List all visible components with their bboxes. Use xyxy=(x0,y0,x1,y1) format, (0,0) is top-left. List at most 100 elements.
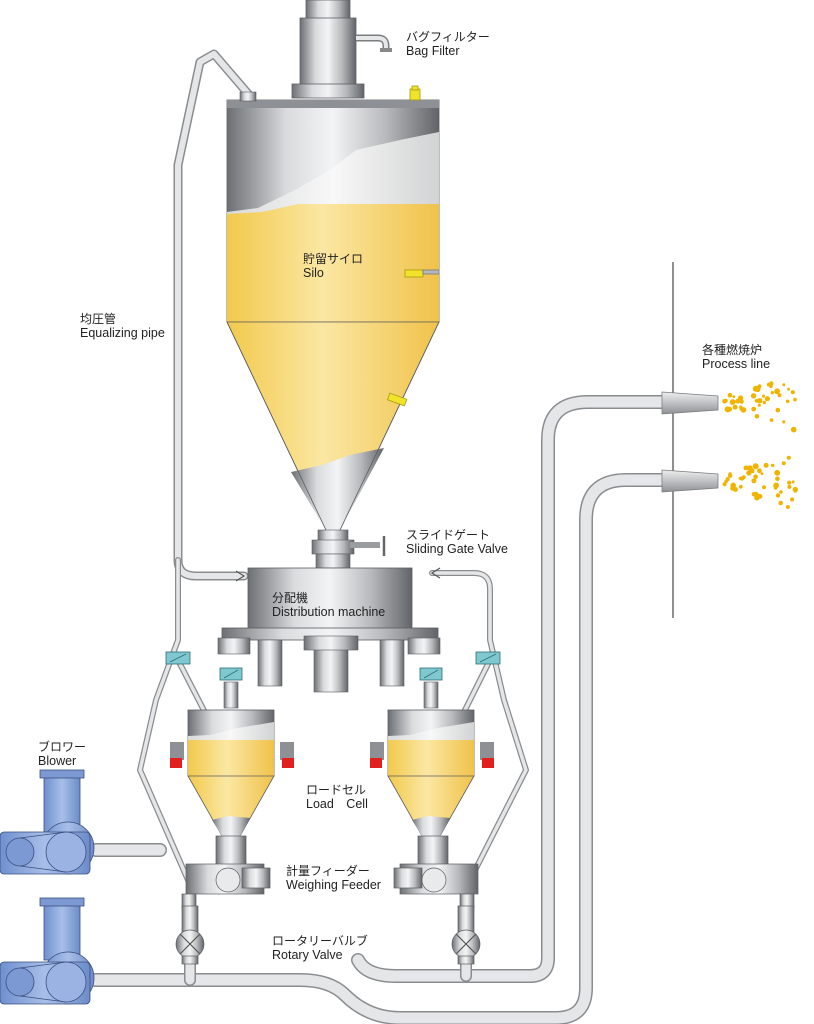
rotary-valve-right xyxy=(451,905,481,965)
powder-spray xyxy=(722,381,798,509)
label-blower-ja: ブロワー xyxy=(38,740,87,754)
spray-dot xyxy=(740,407,747,413)
flow-arrows xyxy=(235,567,441,582)
spray-dot xyxy=(771,463,775,468)
label-equalizing-pipe-en: Equalizing pipe xyxy=(80,326,165,340)
label-silo-en: Silo xyxy=(303,266,324,280)
label-distribution-ja: 分配機 xyxy=(272,591,309,605)
bag-filter xyxy=(291,0,392,99)
label-sliding-gate-en: Sliding Gate Valve xyxy=(406,542,508,556)
spray-dot xyxy=(757,468,762,474)
spray-dot xyxy=(766,382,771,387)
spray-dot xyxy=(790,390,795,395)
level-sensor-top xyxy=(409,88,421,101)
spray-dot xyxy=(787,480,792,485)
spray-dot xyxy=(791,480,795,484)
level-sensor-mid xyxy=(404,269,424,278)
piping xyxy=(89,49,675,1024)
spray-dot xyxy=(751,492,757,497)
weighing-feeder-right xyxy=(393,835,479,909)
spray-dot xyxy=(737,395,744,401)
spray-dot xyxy=(777,393,782,398)
spray-dot xyxy=(742,475,746,479)
spray-dot xyxy=(722,399,727,404)
spray-dot xyxy=(774,469,781,476)
label-sliding-gate-ja: スライドゲート xyxy=(406,528,491,542)
process-line-wall xyxy=(661,262,719,618)
spray-dot xyxy=(752,463,759,470)
spray-dot xyxy=(757,403,761,407)
spray-dot xyxy=(751,406,757,412)
label-process-line: 各種燃焼炉 Process line xyxy=(702,343,770,371)
spray-dot xyxy=(762,400,766,405)
label-silo-ja: 貯留サイロ xyxy=(303,252,364,266)
spray-dot xyxy=(729,400,735,405)
level-sensors xyxy=(387,85,440,407)
spray-dot xyxy=(732,395,736,398)
spray-dot xyxy=(782,420,786,424)
spray-dot xyxy=(746,465,750,469)
spray-dot xyxy=(773,482,779,489)
spray-dot xyxy=(779,490,783,494)
spray-dot xyxy=(793,489,797,493)
spray-dot xyxy=(751,478,757,484)
spray-dot xyxy=(762,485,766,490)
label-distribution-en: Distribution machine xyxy=(272,605,386,619)
label-blower: ブロワー Blower xyxy=(38,740,86,768)
label-weighing-feeder-en: Weighing Feeder xyxy=(286,878,381,892)
sliding-gate-valve xyxy=(311,529,386,569)
label-bag-filter-en: Bag Filter xyxy=(406,44,460,58)
spray-dot xyxy=(782,383,786,387)
label-process-line-en: Process line xyxy=(702,357,771,371)
spray-dot xyxy=(733,487,738,492)
spray-dot xyxy=(757,384,762,389)
rotary-valve-left xyxy=(175,905,205,965)
load-cell-left-b xyxy=(282,758,294,768)
spray-dot xyxy=(793,397,797,402)
label-weighing-feeder: 計量フィーダー Weighing Feeder xyxy=(286,864,381,892)
spray-dot xyxy=(727,392,733,398)
equalizing-valves xyxy=(165,651,501,681)
spray-dot xyxy=(769,418,774,422)
spray-dot xyxy=(746,470,752,476)
spray-dot xyxy=(728,474,732,478)
silo xyxy=(226,91,440,531)
spray-dot xyxy=(770,391,775,395)
spray-dot xyxy=(785,399,790,404)
spray-dot xyxy=(730,482,736,489)
label-weighing-feeder-ja: 計量フィーダー xyxy=(286,864,370,878)
burner-nozzle-2 xyxy=(661,469,719,493)
label-equalizing-pipe: 均圧管 Equalizing pipe xyxy=(80,312,165,340)
spray-dot xyxy=(781,461,786,466)
spray-dot xyxy=(750,393,757,399)
blower-2 xyxy=(0,897,95,1005)
spray-dot xyxy=(753,474,758,480)
spray-dot xyxy=(732,404,738,410)
label-rotary-valve-en: Rotary Valve xyxy=(272,948,343,962)
weighing-hopper-right xyxy=(370,709,494,837)
spray-dot xyxy=(754,414,760,419)
load-cell-left-a xyxy=(170,758,182,768)
spray-dot xyxy=(738,476,742,480)
burner-nozzle-1 xyxy=(661,391,719,415)
spray-dot xyxy=(757,398,763,404)
label-process-line-ja: 各種燃焼炉 xyxy=(702,343,763,357)
label-load-cell-ja: ロードセル xyxy=(306,783,367,797)
label-bag-filter: バグフィルター Bag Filter xyxy=(406,30,490,58)
spray-dot xyxy=(724,479,728,484)
spray-dot xyxy=(790,497,795,502)
spray-dot xyxy=(786,455,791,460)
label-load-cell-en: Load Cell xyxy=(306,797,368,811)
spray-dot xyxy=(760,472,764,476)
spray-dot xyxy=(787,387,790,391)
level-sensor-low xyxy=(387,392,408,407)
label-bag-filter-ja: バグフィルター xyxy=(406,30,490,44)
spray-dot xyxy=(790,426,797,433)
spray-dot xyxy=(763,462,769,468)
spray-dot xyxy=(774,388,780,395)
label-sliding-gate: スライドゲート Sliding Gate Valve xyxy=(406,528,508,556)
weighing-feeder-left xyxy=(181,835,271,909)
silo-powder xyxy=(227,204,439,322)
label-equalizing-pipe-ja: 均圧管 xyxy=(80,312,117,326)
